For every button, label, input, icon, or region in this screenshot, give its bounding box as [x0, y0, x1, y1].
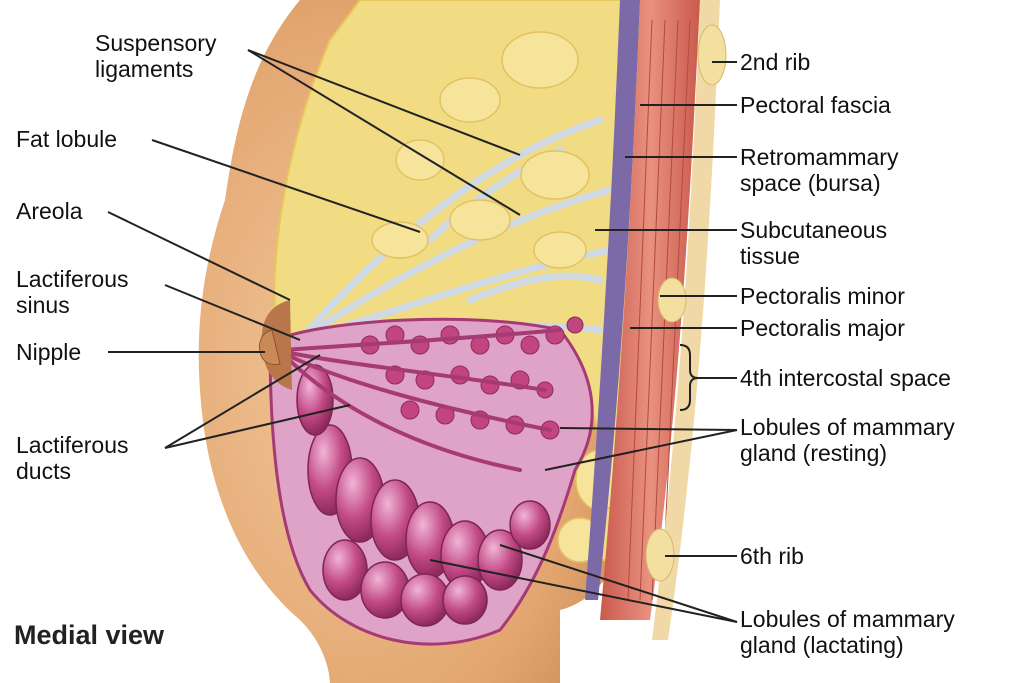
label-subcutaneous-tissue: Subcutaneous tissue	[740, 217, 887, 269]
label-suspensory-line1: Suspensory	[95, 30, 216, 56]
rib-4-shape	[658, 278, 686, 322]
label-pectoral-fascia: Pectoral fascia	[740, 92, 891, 118]
label-lobules-lactating: Lobules of mammary gland (lactating)	[740, 606, 955, 658]
label-lobules-lactating-line2: gland (lactating)	[740, 632, 955, 658]
label-suspensory-line2: ligaments	[95, 56, 216, 82]
label-pectoralis-minor: Pectoralis minor	[740, 283, 905, 309]
label-lactiferous-sinus-line1: Lactiferous	[16, 266, 129, 292]
label-lactiferous-ducts: Lactiferous ducts	[16, 432, 129, 484]
label-retromammary-line2: space (bursa)	[740, 170, 898, 196]
rib-2-shape	[698, 25, 726, 85]
label-lactiferous-sinus: Lactiferous sinus	[16, 266, 129, 318]
label-areola: Areola	[16, 198, 82, 224]
label-subcutaneous-line1: Subcutaneous	[740, 217, 887, 243]
label-4th-intercostal-space: 4th intercostal space	[740, 365, 951, 391]
label-lobules-resting-line1: Lobules of mammary	[740, 414, 955, 440]
label-fat-lobule: Fat lobule	[16, 126, 117, 152]
label-retromammary-line1: Retromammary	[740, 144, 898, 170]
label-retromammary-space: Retromammary space (bursa)	[740, 144, 898, 196]
label-subcutaneous-line2: tissue	[740, 243, 887, 269]
label-2nd-rib: 2nd rib	[740, 49, 810, 75]
label-suspensory-ligaments: Suspensory ligaments	[95, 30, 216, 82]
label-lactiferous-sinus-line2: sinus	[16, 292, 129, 318]
caption-medial-view: Medial view	[14, 620, 164, 651]
label-lactiferous-ducts-line1: Lactiferous	[16, 432, 129, 458]
label-lobules-resting: Lobules of mammary gland (resting)	[740, 414, 955, 466]
label-pectoralis-major: Pectoralis major	[740, 315, 905, 341]
label-lobules-resting-line2: gland (resting)	[740, 440, 955, 466]
label-lactiferous-ducts-line2: ducts	[16, 458, 129, 484]
label-6th-rib: 6th rib	[740, 543, 804, 569]
label-lobules-lactating-line1: Lobules of mammary	[740, 606, 955, 632]
label-nipple: Nipple	[16, 339, 81, 365]
